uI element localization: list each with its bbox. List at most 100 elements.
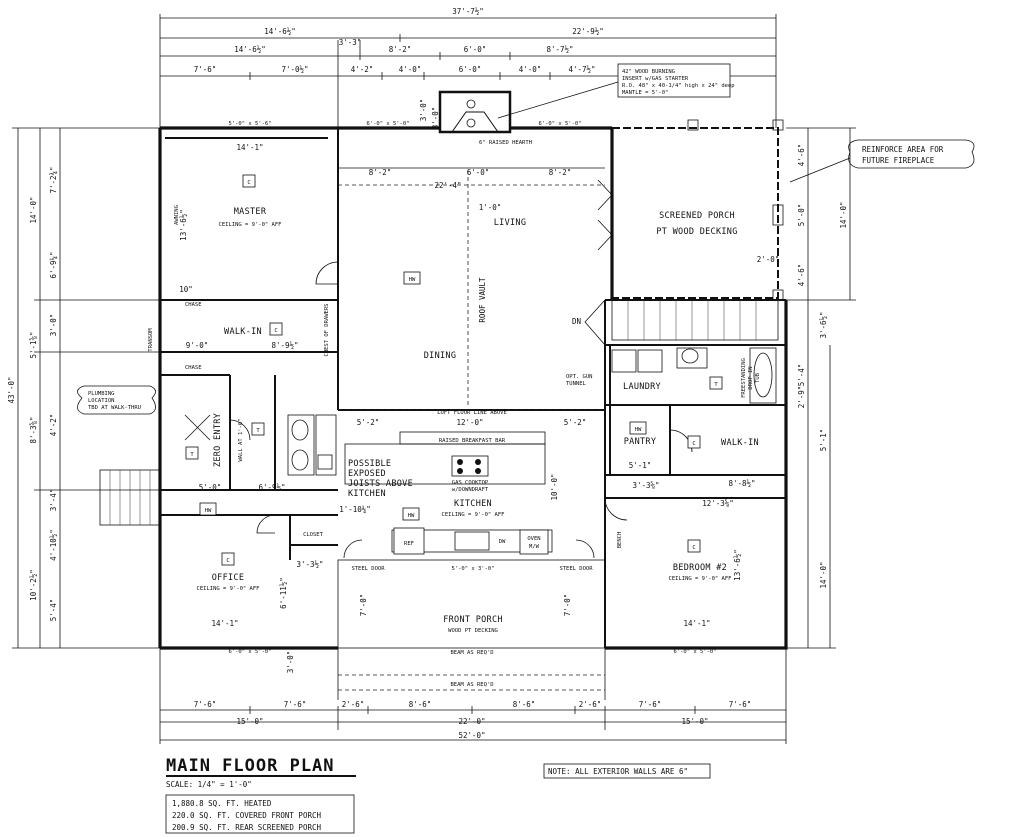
svg-text:C: C: [692, 545, 695, 551]
svg-text:2'-9": 2'-9": [797, 386, 806, 409]
roof-vault: [338, 170, 605, 411]
svg-text:14'-1": 14'-1": [211, 619, 238, 628]
svg-text:GAS COOKTOP: GAS COOKTOP: [452, 480, 489, 486]
svg-text:HW: HW: [409, 277, 416, 283]
svg-text:5'-1": 5'-1": [629, 461, 652, 470]
svg-text:CEILING = 9'-0" AFF: CEILING = 9'-0" AFF: [219, 222, 282, 228]
room-kitchen: KITCHEN: [454, 499, 492, 509]
svg-text:TUB: TUB: [755, 372, 761, 383]
svg-text:HW: HW: [408, 513, 415, 519]
svg-text:TRANSOM: TRANSOM: [148, 328, 154, 352]
dim-top-r2-3: 8'-2": [389, 45, 412, 54]
dim-overall-top: 37'-7½": [452, 7, 484, 16]
svg-text:TUNNEL: TUNNEL: [566, 381, 587, 387]
svg-text:CHASE: CHASE: [185, 302, 202, 308]
svg-text:2'-6": 2'-6": [342, 700, 365, 709]
svg-text:T: T: [256, 428, 260, 434]
svg-text:4'-6": 4'-6": [797, 144, 806, 167]
dim-overall-bottom: 52'-0": [458, 731, 485, 740]
dim-top-r3-5: 6'-0": [459, 65, 482, 74]
svg-text:M/W: M/W: [529, 544, 540, 550]
svg-text:8'-2": 8'-2": [549, 168, 572, 177]
dim-top-r3-7: 4'-7½": [568, 65, 595, 74]
room-laundry: LAUNDRY: [623, 382, 661, 392]
room-screened-porch: SCREENED PORCH: [659, 211, 735, 221]
svg-text:w/DOWNDRAFT: w/DOWNDRAFT: [452, 487, 489, 493]
svg-text:2'-0": 2'-0": [757, 255, 780, 264]
svg-text:6'-0" x 5'-0": 6'-0" x 5'-0": [673, 649, 716, 655]
bath-fixtures: [287, 347, 777, 476]
svg-text:14'-1": 14'-1": [683, 619, 710, 628]
svg-text:6'-9¼": 6'-9¼": [49, 251, 58, 278]
window-top-2: 6'-0" x 5'-0": [366, 121, 409, 127]
reinforce-note: REINFORCE AREA FOR FUTURE FIREPLACE: [789, 139, 975, 183]
right-dimensions: 14'-0" 4'-6" 5'-0" 4'-6" 3'-6½" 5'-4" 2'…: [733, 127, 856, 649]
zero-entry-marker: [184, 414, 211, 441]
svg-text:DROP IN: DROP IN: [748, 366, 754, 389]
svg-text:HW: HW: [205, 508, 212, 514]
svg-text:6'-11½": 6'-11½": [279, 577, 288, 609]
room-labels: C MASTER CEILING = 9'-0" AFF 14'-1" WALK…: [148, 143, 761, 688]
svg-text:8'-6": 8'-6": [513, 700, 536, 709]
svg-text:2'-6": 2'-6": [579, 700, 602, 709]
svg-text:1'-0": 1'-0": [479, 203, 502, 212]
svg-text:OVEN: OVEN: [527, 536, 540, 542]
svg-text:LOFT FLOOR LINE ABOVE: LOFT FLOOR LINE ABOVE: [437, 410, 507, 416]
svg-text:1'-10¼": 1'-10¼": [339, 505, 371, 514]
svg-text:4'-6": 4'-6": [797, 264, 806, 287]
title-block: MAIN FLOOR PLAN SCALE: 1/4" = 1'-0" NOTE…: [165, 756, 711, 834]
svg-text:7'-6": 7'-6": [639, 700, 662, 709]
svg-text:DN: DN: [572, 317, 581, 326]
svg-text:C: C: [247, 180, 250, 186]
entry-stairs: [99, 469, 161, 526]
svg-text:8'-3⅝": 8'-3⅝": [29, 416, 38, 443]
svg-text:DW: DW: [499, 539, 506, 545]
svg-text:7'-0": 7'-0": [563, 594, 572, 617]
svg-text:43'-0": 43'-0": [7, 376, 16, 403]
dim-top-r1-1: 14'-6½": [264, 27, 296, 36]
svg-text:C: C: [226, 558, 229, 564]
svg-text:REINFORCE AREA FOR: REINFORCE AREA FOR: [862, 145, 944, 154]
svg-text:14'-1": 14'-1": [236, 143, 263, 152]
dim-top-r3-3: 4'-2": [351, 65, 374, 74]
svg-text:WALL AT 1'-0": WALL AT 1'-0": [238, 418, 244, 461]
svg-text:EXPOSED: EXPOSED: [348, 469, 386, 479]
svg-text:3'-0": 3'-0": [419, 99, 428, 122]
svg-text:HW: HW: [635, 427, 642, 433]
room-office: OFFICE: [212, 573, 245, 583]
svg-text:5'-0": 5'-0": [797, 204, 806, 227]
svg-text:7'-0": 7'-0": [359, 594, 368, 617]
dim-top-r3-6: 4'-0": [519, 65, 542, 74]
svg-text:8'-6": 8'-6": [409, 700, 432, 709]
svg-text:3'-0": 3'-0": [286, 651, 295, 674]
svg-text:12'-0": 12'-0": [456, 418, 483, 427]
svg-text:6'-0" x 5'-0": 6'-0" x 5'-0": [228, 649, 271, 655]
room-zero-entry: ZERO ENTRY: [213, 413, 223, 467]
stairs: DN: [572, 299, 779, 341]
svg-text:PLUMBING: PLUMBING: [88, 391, 115, 397]
svg-text:13'-6½": 13'-6½": [733, 549, 742, 581]
svg-text:7'-6": 7'-6": [729, 700, 752, 709]
svg-text:8'-8½": 8'-8½": [728, 479, 755, 488]
svg-text:12'-3⅝": 12'-3⅝": [702, 499, 734, 508]
svg-text:AWNING: AWNING: [174, 205, 180, 225]
svg-text:3'-3⅝": 3'-3⅝": [632, 481, 659, 490]
svg-text:8'-9½": 8'-9½": [271, 341, 298, 350]
svg-text:INSERT w/GAS STARTER: INSERT w/GAS STARTER: [622, 76, 689, 82]
svg-text:FUTURE FIREPLACE: FUTURE FIREPLACE: [862, 156, 935, 165]
svg-text:TBD AT WALK-THRU: TBD AT WALK-THRU: [88, 405, 141, 411]
svg-text:15'-0": 15'-0": [236, 717, 263, 726]
svg-text:3'-6½": 3'-6½": [819, 311, 828, 338]
plumbing-note: PLUMBING LOCATION TBD AT WALK-THRU: [77, 385, 156, 415]
svg-text:CEILING = 9'-0" AFF: CEILING = 9'-0" AFF: [197, 586, 260, 592]
svg-text:6'-9½": 6'-9½": [258, 483, 285, 492]
svg-text:MANTLE = 5'-0": MANTLE = 5'-0": [622, 90, 668, 96]
window-top-1: 5'-0" x 5'-6": [228, 121, 271, 127]
svg-text:STEEL DOOR: STEEL DOOR: [559, 566, 593, 572]
dim-top-r2-5: 8'-7½": [546, 45, 573, 54]
dim-top-r3-2: 7'-0½": [281, 65, 308, 74]
svg-text:5'-2": 5'-2": [357, 418, 380, 427]
svg-text:CEILING = 9'-0" AFF: CEILING = 9'-0" AFF: [442, 512, 505, 518]
svg-text:C: C: [692, 441, 695, 447]
